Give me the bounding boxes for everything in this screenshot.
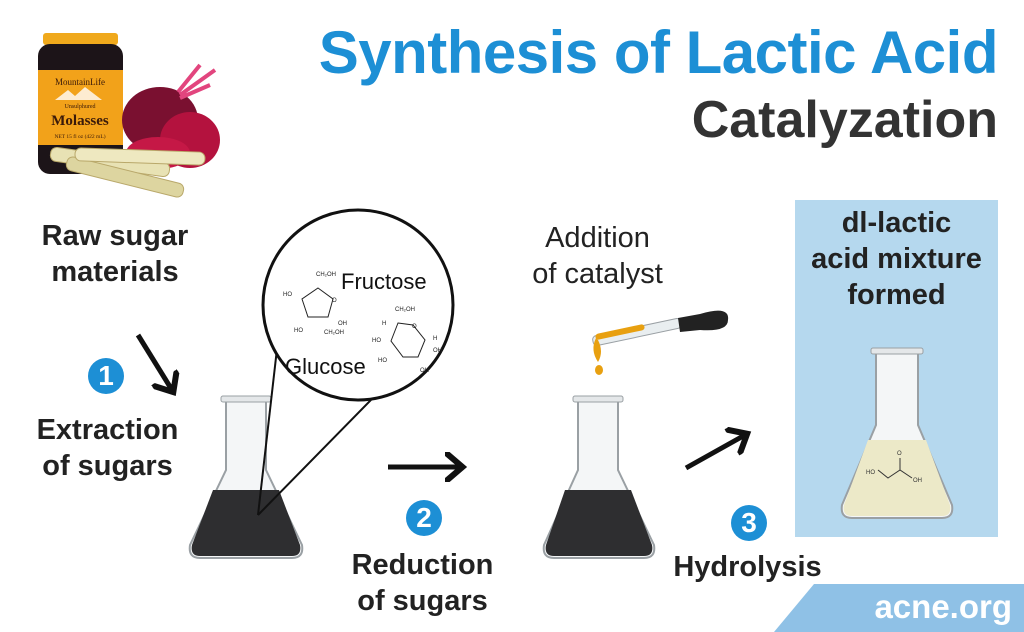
- arrow-icon: [135, 333, 172, 390]
- svg-text:OH: OH: [913, 478, 922, 484]
- step-3-badge: 3: [731, 505, 767, 541]
- flask-lactic-acid: HO O OH: [840, 347, 954, 519]
- step-2-badge: 2: [406, 500, 442, 536]
- step-2-label: Reduction of sugars: [330, 547, 515, 619]
- svg-text:HO: HO: [294, 328, 303, 334]
- raw-materials-line2: materials: [51, 256, 179, 288]
- result-line1: dl-lactic: [841, 207, 952, 239]
- raw-materials-line1: Raw sugar: [41, 220, 189, 252]
- svg-text:H: H: [433, 336, 437, 342]
- dropper-icon: [592, 310, 729, 375]
- result-line3: formed: [847, 279, 946, 311]
- molasses-jar: MountainLife Unsulphured Molasses NET 15…: [38, 33, 123, 174]
- logo-banner: [774, 584, 1024, 632]
- result-label: dl-lactic acid mixture formed: [795, 205, 998, 313]
- raw-materials-label: Raw sugar materials: [20, 218, 210, 290]
- svg-text:O: O: [332, 298, 337, 304]
- catalyst-line1: Addition: [545, 222, 650, 254]
- catalyst-line2: of catalyst: [532, 258, 663, 290]
- svg-text:MountainLife: MountainLife: [55, 77, 105, 87]
- svg-text:Molasses: Molasses: [51, 113, 109, 129]
- fructose-structure: [301, 287, 334, 318]
- svg-text:CH₂OH: CH₂OH: [316, 272, 336, 278]
- raw-materials-illustration: MountainLife Unsulphured Molasses NET 15…: [38, 33, 220, 198]
- step-1-badge: 1: [88, 358, 124, 394]
- svg-text:Unsulphured: Unsulphured: [65, 104, 96, 110]
- catalyst-label: Addition of catalyst: [505, 220, 690, 292]
- result-line2: acid mixture: [811, 243, 982, 275]
- svg-text:HO: HO: [378, 358, 387, 364]
- arrow-icon: [684, 435, 745, 471]
- flask-dark-liquid: [188, 395, 304, 559]
- svg-text:HO: HO: [283, 292, 292, 298]
- acne-org-logo[interactable]: acne.org: [874, 588, 1012, 625]
- flask-dark-liquid-2: [542, 395, 656, 559]
- step-2-line2: of sugars: [357, 585, 488, 617]
- page-title: Synthesis of Lactic Acid: [318, 19, 999, 86]
- svg-text:HO: HO: [866, 470, 875, 476]
- glucose-label: Glucose: [285, 354, 366, 379]
- magnifier-circle: [261, 208, 455, 402]
- svg-text:O: O: [897, 451, 902, 457]
- step-1-line2: of sugars: [42, 450, 173, 482]
- svg-text:OH: OH: [420, 368, 429, 374]
- step-1-label: Extraction of sugars: [10, 412, 205, 484]
- svg-text:CH₂OH: CH₂OH: [395, 307, 415, 313]
- svg-text:CH₂OH: CH₂OH: [324, 330, 344, 336]
- step-3-label: Hydrolysis: [673, 551, 822, 583]
- page-subtitle: Catalyzation: [691, 91, 998, 149]
- svg-text:NET 15 fl oz (422 mL): NET 15 fl oz (422 mL): [54, 133, 105, 140]
- step-2-line1: Reduction: [351, 549, 494, 581]
- svg-text:H: H: [382, 321, 386, 327]
- svg-text:OH: OH: [433, 348, 442, 354]
- glucose-structure: [390, 322, 426, 358]
- step-1-line1: Extraction: [36, 414, 179, 446]
- svg-text:HO: HO: [372, 338, 381, 344]
- sugar-cane: [49, 146, 206, 198]
- svg-text:OH: OH: [338, 321, 347, 327]
- fructose-label: Fructose: [341, 269, 427, 294]
- svg-text:O: O: [412, 324, 417, 330]
